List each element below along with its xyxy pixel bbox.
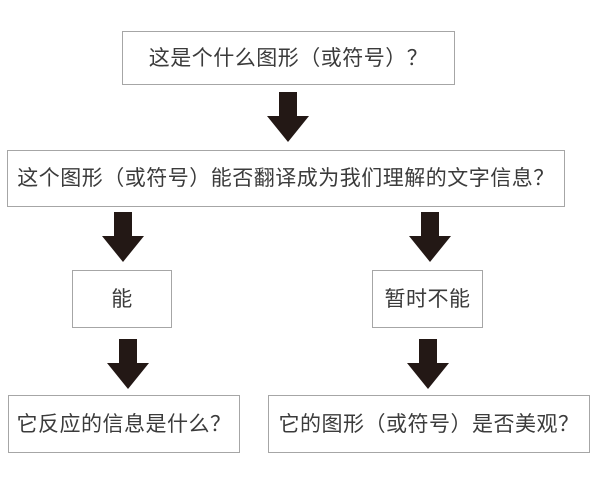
flowchart-node-can-translate: 这个图形（或符号）能否翻译成为我们理解的文字信息？ xyxy=(7,150,565,207)
arrow-down-shape xyxy=(102,212,144,262)
arrow-down-shape xyxy=(267,92,309,142)
node-label: 这个图形（或符号）能否翻译成为我们理解的文字信息？ xyxy=(17,167,555,190)
arrow-down-icon xyxy=(267,92,309,142)
node-label: 能 xyxy=(111,287,133,311)
arrow-down-icon xyxy=(107,339,149,389)
arrow-down-shape xyxy=(409,212,451,262)
node-label: 它反应的信息是什么？ xyxy=(16,412,232,436)
arrow-down-shape xyxy=(107,339,149,389)
node-label: 暂时不能 xyxy=(384,287,471,311)
flowchart-node-what-shape: 这是个什么图形（或符号）？ xyxy=(122,31,455,85)
flowchart-node-what-info: 它反应的信息是什么？ xyxy=(8,395,240,453)
arrow-down-shape xyxy=(407,339,449,389)
arrow-down-icon xyxy=(102,212,144,262)
node-label: 这是个什么图形（或符号）？ xyxy=(148,46,429,70)
flowchart-node-is-aesthetic: 它的图形（或符号）是否美观？ xyxy=(268,395,590,453)
flowchart-node-yes: 能 xyxy=(72,270,172,328)
arrow-down-icon xyxy=(407,339,449,389)
arrow-down-icon xyxy=(409,212,451,262)
flowchart-node-not-yet: 暂时不能 xyxy=(372,270,483,328)
node-label: 它的图形（或符号）是否美观？ xyxy=(278,412,580,436)
